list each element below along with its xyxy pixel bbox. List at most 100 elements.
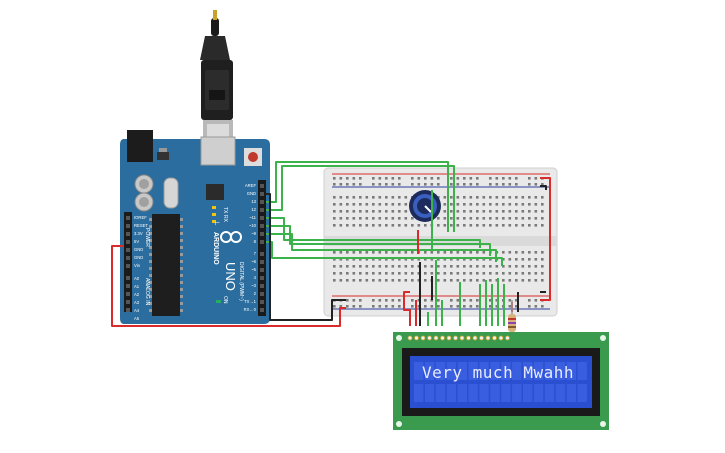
breadboard-hole[interactable] bbox=[333, 251, 336, 254]
breadboard-hole[interactable] bbox=[359, 305, 362, 308]
breadboard-hole[interactable] bbox=[365, 279, 369, 282]
breadboard-hole[interactable] bbox=[437, 224, 440, 227]
breadboard-hole[interactable] bbox=[359, 279, 362, 282]
breadboard-hole[interactable] bbox=[521, 203, 525, 206]
breadboard-hole[interactable] bbox=[411, 265, 414, 268]
breadboard-hole[interactable] bbox=[385, 251, 388, 254]
breadboard-hole[interactable] bbox=[437, 183, 440, 186]
breadboard-hole[interactable] bbox=[482, 217, 486, 220]
breadboard-hole[interactable] bbox=[372, 210, 375, 213]
breadboard-hole[interactable] bbox=[391, 299, 395, 302]
breadboard-hole[interactable] bbox=[411, 217, 414, 220]
breadboard-hole[interactable] bbox=[469, 258, 473, 261]
breadboard-hole[interactable] bbox=[372, 265, 375, 268]
breadboard-hole[interactable] bbox=[359, 203, 362, 206]
breadboard-hole[interactable] bbox=[508, 196, 512, 199]
breadboard-hole[interactable] bbox=[450, 299, 453, 302]
breadboard-hole[interactable] bbox=[398, 210, 401, 213]
breadboard-hole[interactable] bbox=[443, 203, 447, 206]
breadboard-hole[interactable] bbox=[346, 183, 349, 186]
breadboard-hole[interactable] bbox=[489, 299, 492, 302]
breadboard-hole[interactable] bbox=[346, 203, 349, 206]
breadboard-hole[interactable] bbox=[489, 177, 492, 180]
breadboard-hole[interactable] bbox=[333, 279, 336, 282]
breadboard-hole[interactable] bbox=[528, 265, 531, 268]
breadboard-hole[interactable] bbox=[339, 183, 343, 186]
breadboard-hole[interactable] bbox=[508, 272, 512, 275]
breadboard-hole[interactable] bbox=[534, 203, 538, 206]
breadboard-hole[interactable] bbox=[365, 272, 369, 275]
breadboard-hole[interactable] bbox=[476, 299, 479, 302]
breadboard-hole[interactable] bbox=[424, 305, 427, 308]
breadboard-hole[interactable] bbox=[372, 272, 375, 275]
breadboard-hole[interactable] bbox=[476, 251, 479, 254]
breadboard-hole[interactable] bbox=[443, 279, 447, 282]
breadboard-hole[interactable] bbox=[404, 251, 408, 254]
breadboard-hole[interactable] bbox=[469, 177, 473, 180]
breadboard-hole[interactable] bbox=[365, 251, 369, 254]
breadboard-hole[interactable] bbox=[476, 279, 479, 282]
breadboard-hole[interactable] bbox=[463, 251, 466, 254]
breadboard-hole[interactable] bbox=[372, 224, 375, 227]
breadboard-hole[interactable] bbox=[417, 265, 421, 268]
breadboard-hole[interactable] bbox=[502, 203, 505, 206]
breadboard-hole[interactable] bbox=[398, 305, 401, 308]
breadboard-hole[interactable] bbox=[482, 210, 486, 213]
breadboard-hole[interactable] bbox=[424, 265, 427, 268]
lcd-pin[interactable] bbox=[446, 335, 452, 341]
breadboard-hole[interactable] bbox=[489, 272, 492, 275]
breadboard-hole[interactable] bbox=[508, 251, 512, 254]
breadboard-hole[interactable] bbox=[534, 251, 538, 254]
breadboard-hole[interactable] bbox=[365, 196, 369, 199]
breadboard-hole[interactable] bbox=[456, 217, 460, 220]
breadboard-hole[interactable] bbox=[476, 203, 479, 206]
breadboard-hole[interactable] bbox=[456, 258, 460, 261]
breadboard-hole[interactable] bbox=[528, 217, 531, 220]
breadboard-hole[interactable] bbox=[359, 217, 362, 220]
breadboard-hole[interactable] bbox=[534, 196, 538, 199]
breadboard-hole[interactable] bbox=[521, 196, 525, 199]
breadboard-hole[interactable] bbox=[437, 272, 440, 275]
resistor-icon[interactable] bbox=[508, 300, 516, 336]
breadboard-hole[interactable] bbox=[437, 305, 440, 308]
breadboard-hole[interactable] bbox=[385, 224, 388, 227]
breadboard-hole[interactable] bbox=[515, 299, 518, 302]
breadboard-hole[interactable] bbox=[352, 272, 356, 275]
breadboard-hole[interactable] bbox=[417, 305, 421, 308]
breadboard-hole[interactable] bbox=[515, 210, 518, 213]
breadboard-hole[interactable] bbox=[424, 224, 427, 227]
breadboard-hole[interactable] bbox=[508, 299, 512, 302]
breadboard-hole[interactable] bbox=[495, 196, 499, 199]
breadboard-hole[interactable] bbox=[541, 203, 544, 206]
lcd-pin[interactable] bbox=[459, 335, 465, 341]
breadboard-hole[interactable] bbox=[398, 258, 401, 261]
breadboard-hole[interactable] bbox=[489, 196, 492, 199]
breadboard-hole[interactable] bbox=[346, 258, 349, 261]
breadboard-hole[interactable] bbox=[456, 305, 460, 308]
breadboard-hole[interactable] bbox=[463, 217, 466, 220]
breadboard-hole[interactable] bbox=[333, 183, 336, 186]
breadboard-hole[interactable] bbox=[456, 224, 460, 227]
breadboard-hole[interactable] bbox=[495, 183, 499, 186]
breadboard-hole[interactable] bbox=[489, 258, 492, 261]
reset-button-icon[interactable] bbox=[244, 148, 262, 166]
breadboard-hole[interactable] bbox=[515, 196, 518, 199]
breadboard-hole[interactable] bbox=[411, 279, 414, 282]
breadboard-hole[interactable] bbox=[450, 203, 453, 206]
breadboard-hole[interactable] bbox=[541, 224, 544, 227]
breadboard-hole[interactable] bbox=[476, 224, 479, 227]
breadboard-hole[interactable] bbox=[372, 279, 375, 282]
breadboard-hole[interactable] bbox=[417, 183, 421, 186]
breadboard-hole[interactable] bbox=[430, 258, 434, 261]
breadboard-hole[interactable] bbox=[534, 210, 538, 213]
lcd-pin[interactable] bbox=[433, 335, 439, 341]
breadboard-hole[interactable] bbox=[404, 272, 408, 275]
breadboard-hole[interactable] bbox=[541, 305, 544, 308]
breadboard-hole[interactable] bbox=[385, 217, 388, 220]
breadboard-hole[interactable] bbox=[398, 272, 401, 275]
breadboard-hole[interactable] bbox=[450, 183, 453, 186]
breadboard-hole[interactable] bbox=[365, 210, 369, 213]
breadboard-hole[interactable] bbox=[508, 203, 512, 206]
breadboard-hole[interactable] bbox=[352, 203, 356, 206]
breadboard-hole[interactable] bbox=[398, 224, 401, 227]
